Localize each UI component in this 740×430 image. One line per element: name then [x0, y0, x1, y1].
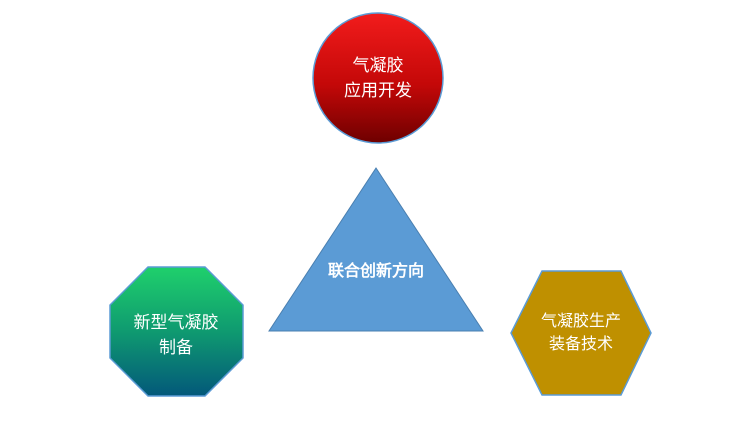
top-circle-label-line2: 应用开发 [344, 81, 412, 101]
center-triangle-shape [268, 167, 484, 332]
left-octagon-shape [109, 266, 244, 397]
right-hexagon-shape [510, 270, 652, 396]
center-triangle-node: 联合创新方向 [268, 167, 484, 332]
left-octagon-label-line2: 制备 [159, 338, 193, 358]
left-octagon-node: 新型气凝胶 制备 [109, 266, 244, 397]
top-circle-label-line1: 气凝胶 [353, 56, 404, 76]
right-hexagon-label-line2: 装备技术 [549, 334, 613, 353]
top-circle-node: 气凝胶 应用开发 [312, 12, 444, 144]
right-hexagon-label-line1: 气凝胶生产 [541, 311, 621, 330]
right-hexagon-node: 气凝胶生产 装备技术 [510, 270, 652, 396]
left-octagon-label-line1: 新型气凝胶 [134, 313, 219, 333]
top-circle-shape [312, 12, 444, 144]
center-triangle-label: 联合创新方向 [328, 261, 424, 280]
